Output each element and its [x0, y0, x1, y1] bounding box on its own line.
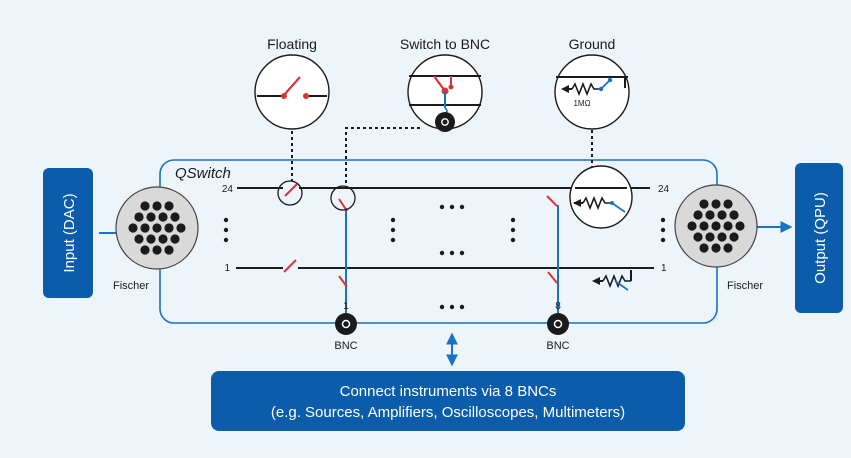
switch-callout-line — [345, 127, 420, 186]
connector-pin — [164, 223, 174, 233]
crosspoint-switch — [546, 195, 558, 207]
connector-pin — [152, 201, 162, 211]
bnc-1-number: 1 — [343, 301, 349, 312]
bnc-banner — [211, 371, 685, 431]
connector-pin — [158, 212, 168, 222]
switch-to-bnc-mode-icon — [407, 54, 483, 132]
mode-switch-title: Switch to BNC — [400, 36, 490, 52]
connector-pin — [140, 245, 150, 255]
connector-pin — [699, 199, 709, 209]
banner-line2: (e.g. Sources, Amplifiers, Oscilloscopes… — [271, 404, 625, 421]
qswitch-box — [159, 159, 718, 324]
line-24-floating-switch — [284, 183, 298, 197]
connector-pin — [176, 223, 186, 233]
qswitch-title: QSwitch — [175, 165, 231, 182]
connector-pin — [687, 221, 697, 231]
connector-pin — [699, 221, 709, 231]
left-connector-label: Fischer — [113, 280, 149, 292]
connector-pin — [134, 212, 144, 222]
connector-pin — [152, 245, 162, 255]
connector-pin — [146, 212, 156, 222]
bnc-8-number: 8 — [555, 301, 561, 312]
connector-pin — [128, 223, 138, 233]
floating-mode-icon — [254, 54, 330, 130]
continuation-dots — [223, 204, 666, 310]
crosspoint-switch — [338, 198, 348, 212]
connector-pin — [164, 201, 174, 211]
connector-pin — [170, 234, 180, 244]
mode-floating-title: Floating — [267, 36, 317, 52]
input-tab — [43, 168, 93, 298]
connector-pin — [711, 199, 721, 209]
connector-pin — [729, 232, 739, 242]
line-1-switch — [283, 259, 297, 273]
connector-pin — [735, 221, 745, 231]
connector-pin — [717, 232, 727, 242]
bnc-1-connector — [335, 313, 357, 335]
mode-ground-title: Ground — [569, 36, 616, 52]
line-1-left-label: 1 — [224, 263, 230, 274]
connector-pin — [134, 234, 144, 244]
banner-line1: Connect instruments via 8 BNCs — [340, 383, 557, 400]
connector-pin — [705, 210, 715, 220]
connector-pin — [723, 221, 733, 231]
left-fischer-connector — [115, 186, 199, 270]
connector-pin — [717, 210, 727, 220]
input-label: Input (DAC) — [61, 193, 78, 272]
floating-zoom-marker — [277, 180, 303, 206]
crosspoint-switch — [338, 275, 348, 288]
crosspoint-switch — [547, 271, 558, 284]
connector-pin — [699, 243, 709, 253]
connector-pin — [723, 243, 733, 253]
line-24-right-label: 24 — [658, 184, 670, 195]
connector-pin — [170, 212, 180, 222]
right-connector-label: Fischer — [727, 280, 763, 292]
connector-pin — [158, 234, 168, 244]
output-label: Output (QPU) — [812, 192, 829, 284]
ground-resistor-value: 1MΩ — [573, 99, 590, 108]
right-fischer-connector — [674, 184, 758, 268]
connector-pin — [711, 243, 721, 253]
line-24-left-label: 24 — [222, 184, 234, 195]
connector-pin — [693, 210, 703, 220]
connector-pin — [723, 199, 733, 209]
connector-pin — [693, 232, 703, 242]
switch-zoom-marker — [330, 185, 356, 211]
line-1-right-label: 1 — [661, 263, 667, 274]
bnc-1-label: BNC — [334, 340, 357, 352]
output-tab — [795, 163, 843, 313]
connector-pin — [152, 223, 162, 233]
connector-pin — [164, 245, 174, 255]
connector-pin — [711, 221, 721, 231]
bnc-8-label: BNC — [546, 340, 569, 352]
connector-pin — [140, 223, 150, 233]
connector-pin — [729, 210, 739, 220]
connector-pin — [140, 201, 150, 211]
ground-zoom-circle — [569, 165, 633, 229]
ground-mode-icon: 1MΩ — [554, 54, 630, 130]
ground-resistor-line-1 — [592, 270, 632, 291]
connector-pin — [705, 232, 715, 242]
bnc-8-connector — [547, 313, 569, 335]
connector-pin — [146, 234, 156, 244]
